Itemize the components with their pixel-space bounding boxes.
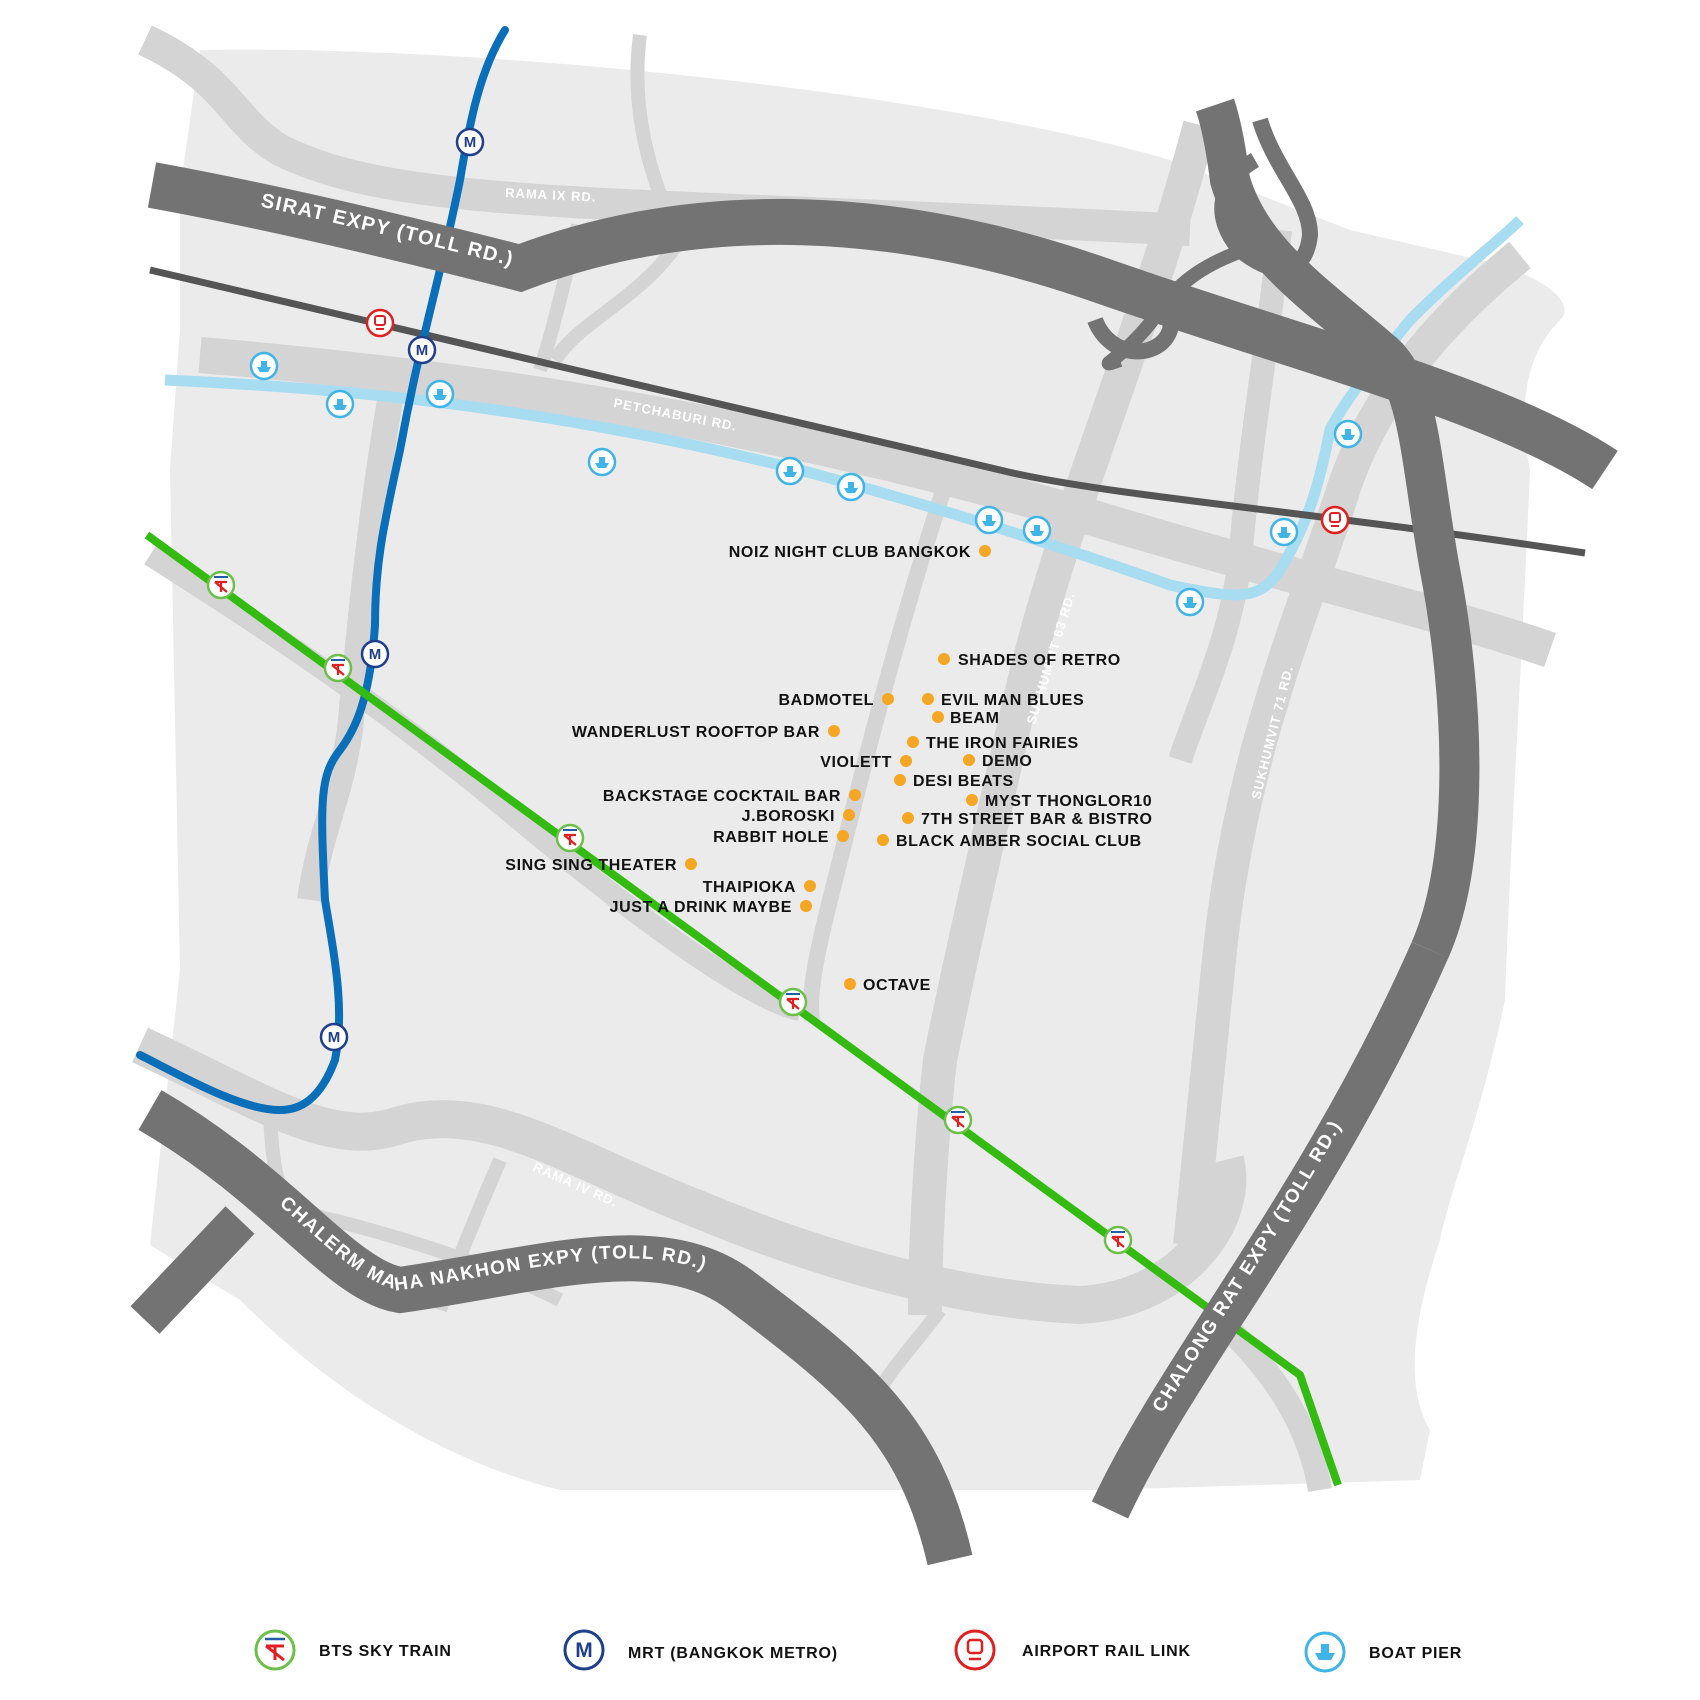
rama-ix-label: RAMA IX RD. xyxy=(505,185,597,205)
arl-stations xyxy=(365,308,1350,535)
boat-piers xyxy=(249,351,1363,617)
mrt-icon[interactable]: M xyxy=(407,335,437,365)
venue-rabbit-hole[interactable]: RABBIT HOLE xyxy=(713,829,829,846)
boat-pier-icon[interactable] xyxy=(836,472,866,502)
venue-marker-icon[interactable] xyxy=(900,755,912,767)
arl-icon xyxy=(954,1629,996,1671)
boat-pier-icon[interactable] xyxy=(425,379,455,409)
boat-pier-icon xyxy=(1304,1631,1346,1673)
venue-marker-icon[interactable] xyxy=(932,711,944,723)
mrt-icon[interactable]: M xyxy=(360,639,390,669)
rama-iv-road xyxy=(132,1027,1247,1325)
venue-beam[interactable]: BEAM xyxy=(950,710,1000,727)
bts-stations xyxy=(206,570,1133,1255)
venue-7th-street[interactable]: 7TH STREET BAR & BISTRO xyxy=(921,811,1153,828)
svg-text:M: M xyxy=(416,342,429,359)
bts-icon xyxy=(254,1629,296,1671)
bts-icon[interactable] xyxy=(943,1105,973,1135)
venues: NOIZ NIGHT CLUB BANGKOK SHADES OF RETRO … xyxy=(505,544,1152,994)
bts-icon[interactable] xyxy=(778,987,808,1017)
boat-pier-icon[interactable] xyxy=(1269,517,1299,547)
venue-marker-icon[interactable] xyxy=(800,900,812,912)
venue-marker-icon[interactable] xyxy=(804,880,816,892)
venue-marker-icon[interactable] xyxy=(966,794,978,806)
venue-evil-man-blues[interactable]: EVIL MAN BLUES xyxy=(941,692,1084,709)
legend-bts-label: BTS SKY TRAIN xyxy=(319,1643,452,1660)
svg-text:M: M xyxy=(575,1639,593,1662)
chalerm-branch xyxy=(130,1206,255,1334)
venue-j-boroski[interactable]: J.BOROSKI xyxy=(742,808,835,825)
venue-demo[interactable]: DEMO xyxy=(982,753,1032,770)
expressways xyxy=(130,98,1605,1560)
venue-marker-icon[interactable] xyxy=(882,693,894,705)
svg-text:M: M xyxy=(369,646,382,663)
venue-marker-icon[interactable] xyxy=(843,809,855,821)
venue-octave[interactable]: OCTAVE xyxy=(863,977,931,994)
mrt-icon: M xyxy=(563,1629,605,1671)
legend-mrt: M MRT (BANGKOK METRO) xyxy=(563,1629,838,1671)
venue-just-a-drink[interactable]: JUST A DRINK MAYBE xyxy=(610,899,792,916)
venue-marker-icon[interactable] xyxy=(963,754,975,766)
legend-arl-label: AIRPORT RAIL LINK xyxy=(1022,1643,1191,1660)
interchange-ramp-1 xyxy=(1214,117,1319,277)
venue-violett[interactable]: VIOLETT xyxy=(820,754,892,771)
boat-pier-icon[interactable] xyxy=(587,447,617,477)
boat-pier-icon[interactable] xyxy=(775,456,805,486)
legend-bts: BTS SKY TRAIN xyxy=(254,1629,452,1671)
soi-road xyxy=(803,467,958,1021)
bts-icon[interactable] xyxy=(555,823,585,853)
venue-iron-fairies[interactable]: THE IRON FAIRIES xyxy=(926,735,1079,752)
diag-road xyxy=(144,545,803,1021)
boat-pier-icon[interactable] xyxy=(974,505,1004,535)
legend: BTS SKY TRAIN M MRT (BANGKOK METRO) AIRP… xyxy=(254,1629,1462,1673)
boat-pier-icon[interactable] xyxy=(1333,419,1363,449)
venue-shades-of-retro[interactable]: SHADES OF RETRO xyxy=(958,652,1121,669)
venue-marker-icon[interactable] xyxy=(877,834,889,846)
bts-icon[interactable] xyxy=(323,653,353,683)
mrt-icon[interactable]: M xyxy=(455,127,485,157)
legend-boat: BOAT PIER xyxy=(1304,1631,1462,1673)
venue-marker-icon[interactable] xyxy=(844,978,856,990)
bts-icon[interactable] xyxy=(1103,1225,1133,1255)
boat-pier-icon[interactable] xyxy=(249,351,279,381)
venue-marker-icon[interactable] xyxy=(849,789,861,801)
venue-myst[interactable]: MYST THONGLOR10 xyxy=(985,793,1152,810)
boat-pier-icon[interactable] xyxy=(1175,587,1205,617)
venue-thaipioka[interactable]: THAIPIOKA xyxy=(703,879,796,896)
venue-wanderlust[interactable]: WANDERLUST ROOFTOP BAR xyxy=(572,724,820,741)
venue-marker-icon[interactable] xyxy=(894,774,906,786)
mrt-icon[interactable]: M xyxy=(319,1022,349,1052)
svg-text:M: M xyxy=(328,1029,341,1046)
venue-marker-icon[interactable] xyxy=(979,545,991,557)
boat-pier-icon[interactable] xyxy=(1022,515,1052,545)
venue-marker-icon[interactable] xyxy=(828,725,840,737)
interchange-loop xyxy=(1087,293,1179,360)
venue-marker-icon[interactable] xyxy=(938,653,950,665)
arl-icon[interactable] xyxy=(1320,505,1350,535)
venue-noiz[interactable]: NOIZ NIGHT CLUB BANGKOK xyxy=(729,544,971,561)
sukhumvit-63-road xyxy=(908,120,1217,1316)
boat-pier-icon[interactable] xyxy=(325,389,355,419)
venue-badmotel[interactable]: BADMOTEL xyxy=(779,692,874,709)
bts-icon[interactable] xyxy=(206,570,236,600)
bts-east-road xyxy=(1221,1321,1332,1493)
svg-text:M: M xyxy=(464,134,477,151)
venue-sing-sing[interactable]: SING SING THEATER xyxy=(505,857,677,874)
venue-marker-icon[interactable] xyxy=(685,858,697,870)
arl-icon[interactable] xyxy=(365,308,395,338)
bts-sukhumvit-line xyxy=(144,531,1342,1487)
legend-mrt-label: MRT (BANGKOK METRO) xyxy=(628,1645,838,1662)
venue-desi-beats[interactable]: DESI BEATS xyxy=(913,773,1014,790)
venue-marker-icon[interactable] xyxy=(907,736,919,748)
venue-marker-icon[interactable] xyxy=(837,830,849,842)
venue-marker-icon[interactable] xyxy=(902,812,914,824)
mrt-stations: M M M M xyxy=(319,127,485,1052)
legend-boat-label: BOAT PIER xyxy=(1369,1645,1462,1662)
venue-marker-icon[interactable] xyxy=(922,693,934,705)
venue-black-amber[interactable]: BLACK AMBER SOCIAL CLUB xyxy=(896,833,1142,850)
legend-arl: AIRPORT RAIL LINK xyxy=(954,1629,1191,1671)
venue-backstage[interactable]: BACKSTAGE COCKTAIL BAR xyxy=(603,788,841,805)
